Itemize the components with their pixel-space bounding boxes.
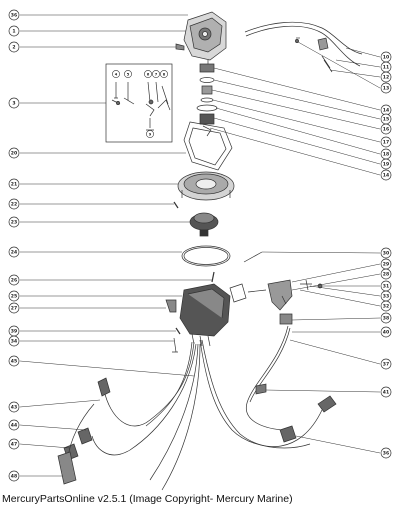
sensor-assembly xyxy=(229,251,323,325)
callout-label: 19 xyxy=(383,162,389,168)
callout-label: 14 xyxy=(383,108,389,114)
callout-labels-right: 10 11 12 13 14 15 16 17 18 19 14 30 29 2… xyxy=(383,55,389,457)
callout-label: 17 xyxy=(383,140,389,146)
callout-label: 24 xyxy=(11,250,17,256)
callout-label: 36 xyxy=(11,13,17,19)
bushing-stack xyxy=(196,63,218,137)
inset-label: 6 xyxy=(147,72,150,76)
callout-label: 10 xyxy=(383,55,389,61)
callout-label: 28 xyxy=(383,272,389,278)
spark-plug-wires-left xyxy=(57,341,201,491)
callout-labels-left: 36 1 2 3 20 21 22 23 24 26 25 27 39 34 4… xyxy=(11,13,17,480)
callout-circles-left xyxy=(8,9,20,482)
callout-label: 38 xyxy=(383,316,389,322)
callout-label: 48 xyxy=(11,474,17,480)
callout-label: 29 xyxy=(383,262,389,268)
callout-label: 41 xyxy=(383,390,389,396)
distributor-cap-top xyxy=(183,11,227,66)
callout-label: 27 xyxy=(11,306,17,312)
callout-label: 37 xyxy=(383,362,389,368)
callout-label: 36 xyxy=(383,451,389,457)
callout-label: 40 xyxy=(383,330,389,336)
coil-wire xyxy=(246,325,289,431)
callout-label: 16 xyxy=(383,127,389,133)
callout-label: 22 xyxy=(11,202,17,208)
callout-label: 23 xyxy=(11,220,17,226)
callout-label: 25 xyxy=(11,294,17,300)
gasket xyxy=(183,121,233,171)
o-ring xyxy=(181,245,231,267)
callout-label: 15 xyxy=(383,117,389,123)
copyright-caption: MercuryPartsOnline v2.5.1 (Image Copyrig… xyxy=(2,493,293,505)
rotor xyxy=(189,212,219,237)
inset-label: 7 xyxy=(155,72,158,76)
callout-label: 44 xyxy=(11,423,17,429)
mounting-plate xyxy=(177,171,235,201)
callout-label: 12 xyxy=(383,75,389,81)
inset-label: 4 xyxy=(115,72,118,76)
callout-label: 34 xyxy=(11,339,17,345)
callout-leaders-left xyxy=(19,14,212,477)
distributor-body xyxy=(179,283,231,347)
callout-label: 33 xyxy=(383,294,389,300)
inset-label: 8 xyxy=(163,72,166,76)
callout-label: 30 xyxy=(383,251,389,257)
callout-label: 20 xyxy=(11,151,17,157)
wire-harness-top-right xyxy=(244,21,363,73)
inset-label: 5 xyxy=(127,72,130,76)
callout-label: 14 xyxy=(383,173,389,179)
callout-label: 47 xyxy=(11,442,17,448)
spark-plug-wires xyxy=(199,339,337,449)
inset-label: 9 xyxy=(149,132,152,136)
callout-label: 45 xyxy=(11,359,17,365)
callout-label: 43 xyxy=(11,405,17,411)
callout-label: 31 xyxy=(383,284,389,290)
callout-label: 2 xyxy=(12,45,15,51)
callout-leaders-right xyxy=(209,41,381,454)
callout-label: 18 xyxy=(383,152,389,158)
callout-label: 13 xyxy=(383,86,389,92)
callout-label: 1 xyxy=(12,29,15,35)
callout-label: 3 xyxy=(12,101,15,107)
callout-label: 11 xyxy=(383,65,389,71)
callout-label: 26 xyxy=(11,278,17,284)
callout-label: 39 xyxy=(11,329,17,335)
callout-label: 32 xyxy=(383,304,389,310)
callout-label: 21 xyxy=(11,182,17,188)
inset-callout-circles xyxy=(112,70,168,138)
callout-circles-right xyxy=(380,51,392,459)
inset-labels: 4 5 6 7 8 9 xyxy=(115,72,166,136)
